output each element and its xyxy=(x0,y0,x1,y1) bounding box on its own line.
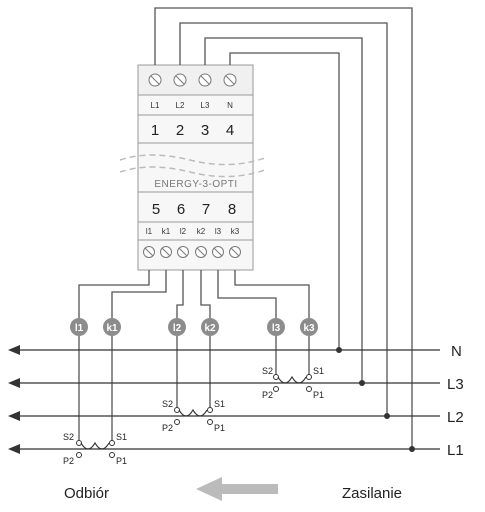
bus-n: N xyxy=(8,343,462,360)
terminal-number-5: 5 xyxy=(152,201,160,218)
top-label-n: N xyxy=(227,101,233,110)
terminal-number-4: 4 xyxy=(226,122,234,139)
connector-k1: k1 xyxy=(103,318,121,336)
current-transformer-l3: S2 S1 P2 P1 xyxy=(262,366,324,400)
bottom-wires xyxy=(78,270,310,327)
wire-k2-connector xyxy=(200,270,211,327)
screw-icon xyxy=(148,73,162,87)
top-label-l2: L2 xyxy=(176,101,185,110)
wire-l2-connector xyxy=(176,270,184,327)
bottom-label-l1: l1 xyxy=(146,227,153,236)
arrow-left-icon xyxy=(8,378,20,388)
ct-label-s1: S1 xyxy=(214,399,225,409)
wire-l2-supply xyxy=(179,22,388,416)
top-label-l3: L3 xyxy=(201,101,210,110)
terminal-number-8: 8 xyxy=(228,201,236,218)
terminal-number-6: 6 xyxy=(177,201,185,218)
bottom-screws xyxy=(143,246,241,258)
ct-wires xyxy=(78,336,310,441)
wire-k1-connector xyxy=(111,270,167,327)
line-label-n: N xyxy=(451,343,462,360)
ct-label-p2: P2 xyxy=(162,423,173,433)
connector-l1: l1 xyxy=(70,318,88,336)
ct-label-p1: P1 xyxy=(116,456,127,466)
ct-label-s2: S2 xyxy=(63,432,74,442)
arrow-left-icon xyxy=(8,444,20,454)
current-transformer-l1: S2 S1 P2 P1 xyxy=(63,432,127,466)
terminal-number-7: 7 xyxy=(202,201,210,218)
screw-icon xyxy=(212,246,224,258)
connector-k3: k3 xyxy=(300,318,318,336)
ct-label-p2: P2 xyxy=(262,390,273,400)
connector-label-l2: l2 xyxy=(173,323,182,334)
connector-label-k3: k3 xyxy=(303,323,315,334)
footer-label-supply: Zasilanie xyxy=(342,485,402,502)
bottom-label-k2: k2 xyxy=(197,227,206,236)
connector-label-k2: k2 xyxy=(204,323,216,334)
bottom-label-k3: k3 xyxy=(231,227,240,236)
bottom-label-l2: l2 xyxy=(180,227,187,236)
junction-dot xyxy=(336,347,342,353)
connector-label-k1: k1 xyxy=(106,323,118,334)
top-screws xyxy=(148,73,237,87)
arrow-left-icon xyxy=(8,411,20,421)
ct-coil-icon xyxy=(178,408,208,417)
bottom-label-l3: l3 xyxy=(215,227,222,236)
screw-icon xyxy=(160,246,172,258)
wire-n-supply xyxy=(229,52,340,350)
screw-icon xyxy=(173,73,187,87)
ct-label-s1: S1 xyxy=(116,432,127,442)
direction-arrow-icon xyxy=(196,477,278,501)
connector-k2: k2 xyxy=(201,318,219,336)
wire-l1-connector xyxy=(78,270,150,327)
screw-icon xyxy=(177,246,189,258)
bus-l1: L1 xyxy=(8,442,464,459)
junction-dot xyxy=(384,413,390,419)
current-transformer-l2: S2 S1 P2 P1 xyxy=(162,399,225,433)
wire-l3-supply xyxy=(204,37,363,383)
ct-label-s2: S2 xyxy=(162,399,173,409)
arrow-left-icon xyxy=(8,345,20,355)
break-line-top xyxy=(119,154,266,166)
screw-icon xyxy=(223,73,237,87)
bus-l2: L2 xyxy=(8,409,464,426)
line-label-l3: L3 xyxy=(447,376,464,393)
ct-coil-icon xyxy=(277,375,307,384)
terminal-number-2: 2 xyxy=(176,122,184,139)
bottom-label-k1: k1 xyxy=(162,227,171,236)
connector-l3: l3 xyxy=(267,318,285,336)
line-label-l1: L1 xyxy=(447,442,464,459)
terminal-number-1: 1 xyxy=(151,122,159,139)
wire-k3-connector xyxy=(234,270,310,327)
top-label-l1: L1 xyxy=(151,101,160,110)
screw-icon xyxy=(229,246,241,258)
bus-l3: L3 xyxy=(8,376,464,393)
ct-label-s1: S1 xyxy=(313,366,324,376)
ct-label-p1: P1 xyxy=(313,390,324,400)
connector-label-l3: l3 xyxy=(272,323,281,334)
ct-label-s2: S2 xyxy=(262,366,273,376)
junction-dot xyxy=(409,446,415,452)
screw-icon xyxy=(195,246,207,258)
line-label-l2: L2 xyxy=(447,409,464,426)
terminal-number-3: 3 xyxy=(201,122,209,139)
ct-coil-icon xyxy=(80,441,110,450)
ct-label-p2: P2 xyxy=(63,456,74,466)
wire-l3-connector xyxy=(217,270,277,327)
junction-dot xyxy=(359,380,365,386)
ct-label-p1: P1 xyxy=(214,423,225,433)
energy-meter-device xyxy=(119,64,266,271)
screw-icon xyxy=(198,73,212,87)
break-line-bottom xyxy=(119,166,266,178)
screw-icon xyxy=(143,246,155,258)
wire-l1-supply xyxy=(154,7,413,449)
model-name: ENERGY-3-OPTI xyxy=(154,179,237,190)
footer-label-load: Odbiór xyxy=(64,485,109,502)
connector-label-l1: l1 xyxy=(75,323,84,334)
top-wires xyxy=(154,7,413,449)
connector-l2: l2 xyxy=(168,318,186,336)
